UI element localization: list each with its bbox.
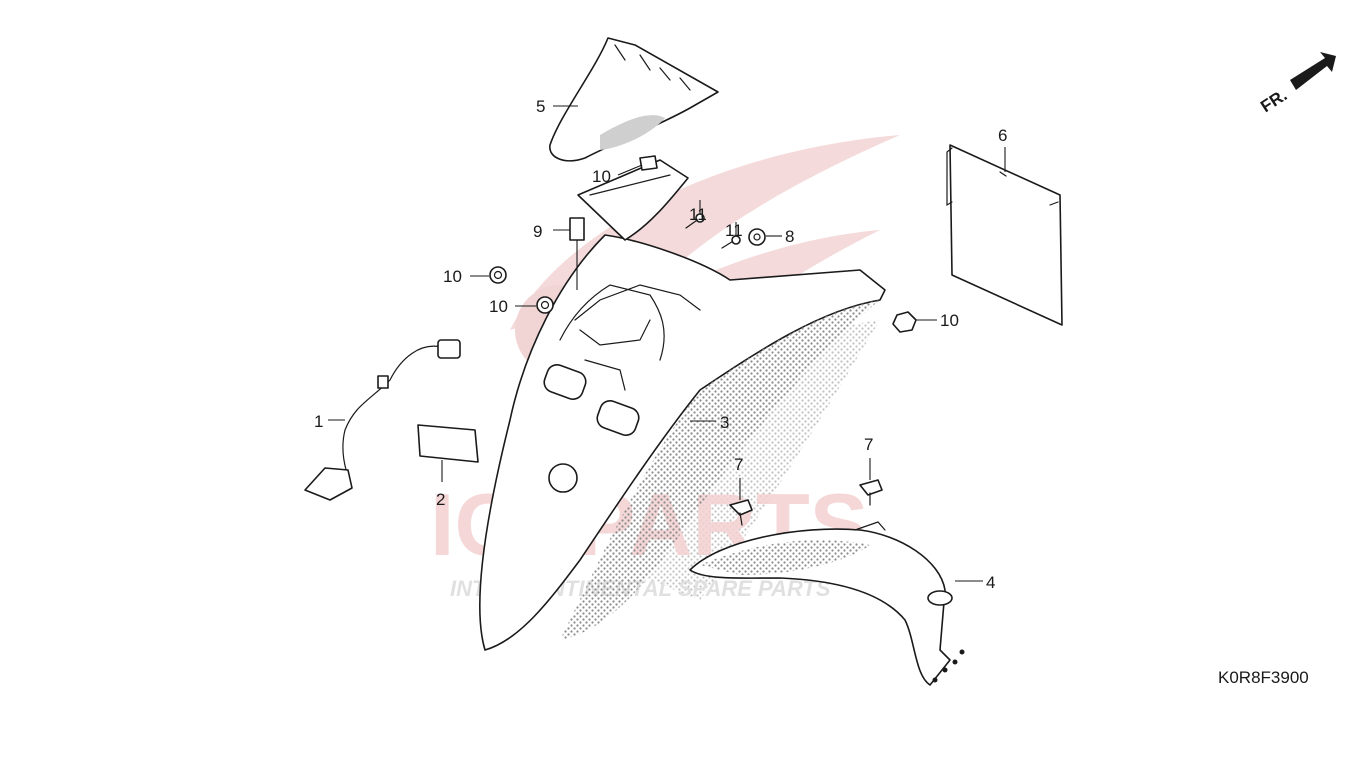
front-arrow-icon bbox=[1290, 52, 1336, 90]
callout-10-top: 10 bbox=[592, 167, 611, 186]
nut-10-left-lower bbox=[515, 296, 554, 314]
callout-1: 1 bbox=[314, 412, 323, 431]
upper-bracket bbox=[577, 159, 689, 241]
part-4-splash-guard bbox=[689, 521, 983, 686]
clip-9 bbox=[553, 217, 585, 290]
callout-6: 6 bbox=[998, 126, 1007, 145]
part-5-cover bbox=[549, 37, 719, 162]
part-1-harness bbox=[304, 339, 461, 501]
fasteners bbox=[470, 155, 937, 526]
screw-7a bbox=[729, 478, 753, 526]
callout-10-left-lower: 10 bbox=[489, 297, 508, 316]
screw-7b bbox=[859, 458, 883, 506]
nut-8 bbox=[748, 228, 782, 246]
callout-8: 8 bbox=[785, 227, 794, 246]
bolt-11b bbox=[721, 222, 741, 249]
callout-7b: 7 bbox=[864, 435, 873, 454]
part-3-rear-fender bbox=[478, 234, 886, 651]
callout-3: 3 bbox=[720, 413, 729, 432]
part-2-reflector bbox=[417, 424, 479, 482]
bolt-11a bbox=[685, 200, 705, 229]
callout-5: 5 bbox=[536, 97, 545, 116]
front-label: FR. bbox=[1257, 85, 1290, 116]
callout-labels: 1 2 3 4 5 6 7 7 8 9 10 10 10 10 11 11 bbox=[314, 97, 1007, 592]
callout-10-right: 10 bbox=[940, 311, 959, 330]
nut-10-left-upper bbox=[470, 266, 507, 284]
nut-10-right bbox=[892, 311, 937, 333]
front-direction-indicator: FR. bbox=[1257, 52, 1336, 116]
part-6-plate bbox=[946, 144, 1063, 326]
callout-11b: 11 bbox=[725, 221, 743, 240]
callout-7a: 7 bbox=[734, 455, 743, 474]
screw-10-top bbox=[617, 155, 658, 176]
diagram-code: K0R8F3900 bbox=[1218, 668, 1309, 687]
callout-2: 2 bbox=[436, 490, 445, 509]
callout-4: 4 bbox=[986, 573, 995, 592]
callout-10-left-upper: 10 bbox=[443, 267, 462, 286]
callout-11a: 11 bbox=[689, 205, 707, 224]
callout-9: 9 bbox=[533, 222, 542, 241]
